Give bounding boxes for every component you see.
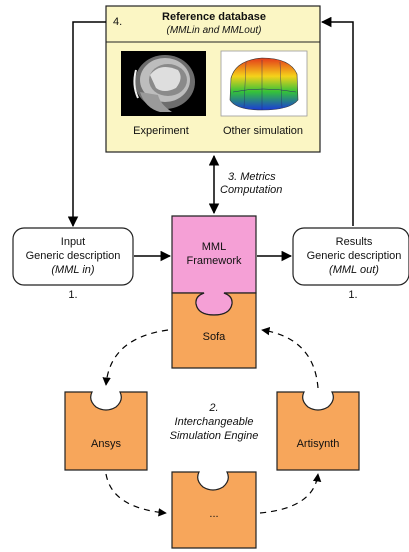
input-number: 1. — [68, 289, 77, 301]
input-description: Generic description — [26, 250, 121, 262]
reference-to-input-arrow — [67, 21, 106, 228]
artisynth-to-sofa-arrow — [261, 327, 319, 389]
input-title: Input — [61, 236, 85, 248]
engine-caption-line1: Interchangeable — [175, 416, 254, 428]
metrics-label-line1: 3. Metrics — [228, 171, 276, 183]
engine-caption-line2: Simulation Engine — [170, 430, 259, 442]
reference-database-box: 4. Reference database (MMLin and MMLout)… — [105, 5, 321, 153]
artisynth-label: Artisynth — [297, 438, 340, 450]
other-simulation-image — [220, 50, 308, 117]
reference-title: Reference database — [162, 11, 266, 23]
framework-label-line1: MML — [202, 241, 226, 253]
results-mml-out: (MML out) — [329, 264, 379, 276]
metrics-label-line2: Computation — [220, 184, 282, 196]
reference-number: 4. — [113, 16, 122, 28]
other-engine-piece — [171, 471, 257, 549]
framework-label-line2: Framework — [186, 255, 242, 267]
results-box: Results Generic description (MML out) — [292, 227, 409, 286]
experiment-mri-image — [121, 51, 206, 116]
other-engine-label: ... — [209, 508, 218, 520]
sofa-engine-piece — [171, 292, 257, 369]
results-description: Generic description — [307, 250, 402, 262]
results-title: Results — [336, 236, 373, 248]
ansys-label: Ansys — [91, 438, 121, 450]
sofa-to-ansys-arrow — [102, 329, 169, 386]
results-number: 1. — [348, 289, 357, 301]
experiment-label: Experiment — [133, 125, 189, 137]
engine-caption-number: 2. — [208, 402, 218, 414]
ansys-to-other-arrow — [105, 473, 167, 517]
input-box: Input Generic description (MML in) — [12, 227, 134, 286]
input-mml-in: (MML in) — [51, 264, 95, 276]
artisynth-engine-piece — [276, 391, 360, 471]
reference-subtitle: (MMLin and MMLout) — [166, 25, 261, 36]
results-to-reference-arrow — [320, 16, 354, 226]
other-to-artisynth-arrow — [259, 473, 322, 514]
sofa-label: Sofa — [203, 331, 227, 343]
ansys-engine-piece — [64, 391, 148, 471]
other-simulation-label: Other simulation — [223, 125, 303, 137]
